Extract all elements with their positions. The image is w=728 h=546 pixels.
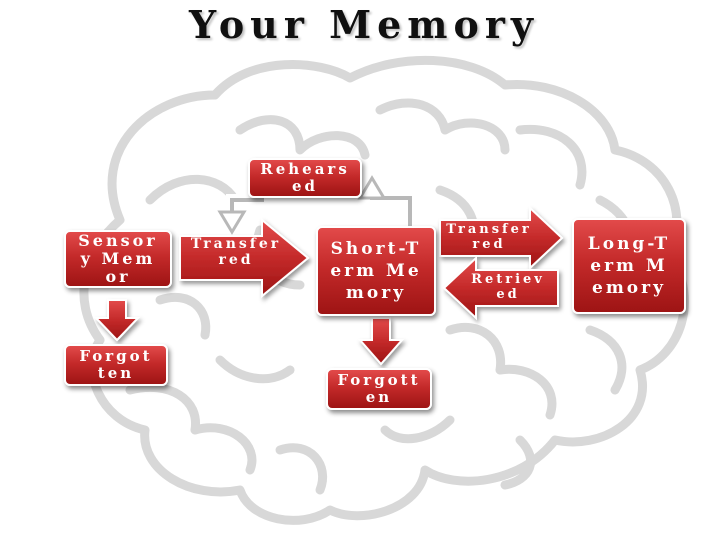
forgotten-sensory-box: Forgotten (64, 344, 168, 386)
sensory-memory-label: Sensory Memor (78, 231, 158, 286)
short-term-memory-box: Short-Term Memory (316, 226, 436, 316)
long-term-memory-label: Long-Term Memory (587, 234, 671, 298)
transfer-arrow-2 (439, 205, 564, 271)
forgotten-short-term-box: Forgotten (326, 368, 432, 410)
down-arrow-short (357, 317, 405, 366)
transfer-arrow-1 (179, 217, 310, 299)
sensory-memory-box: Sensory Memor (64, 230, 172, 288)
rehearsed-box: Rehearsed (248, 158, 362, 198)
long-term-memory-box: Long-Term Memory (572, 218, 686, 314)
retrieve-arrow (442, 255, 559, 321)
rehearsed-label: Rehearsed (260, 160, 350, 195)
transfer-arrow-1-label: Transferred (190, 236, 282, 268)
retrieve-arrow-label: Retrieved (471, 272, 545, 302)
down-arrow-sensory (93, 299, 141, 342)
page-title: Your Memory (189, 2, 539, 47)
forgotten-sensory-label: Forgotten (79, 347, 153, 382)
transfer-arrow-2-label: Transferred (446, 222, 532, 252)
short-term-memory-label: Short-Term Memory (330, 239, 422, 303)
forgotten-short-term-label: Forgotten (337, 371, 421, 406)
